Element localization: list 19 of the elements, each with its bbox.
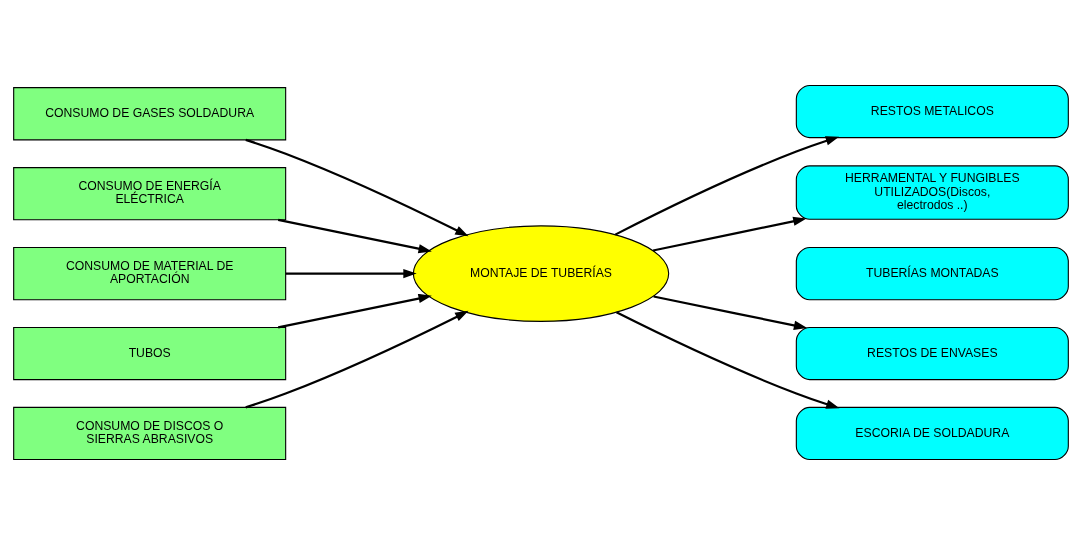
node-box: CONSUMO DE ENERGÍA ELÉCTRICA [13,166,287,220]
node-box: TUBOS [13,326,287,380]
node-box: TUBERÍAS MONTADAS [795,246,1069,300]
arrow [615,310,840,409]
arrow [245,138,469,236]
arrow [652,216,807,252]
arrow [653,294,808,330]
node-box: CONSUMO DE MATERIAL DE APORTACIÓN [13,246,287,300]
node-box: CONSUMO DE DISCOS O SIERRAS ABRASIVOS [13,406,287,460]
node-box: CONSUMO DE GASES SOLDADURA [13,86,287,140]
arrow [277,293,432,328]
arrow [245,310,469,408]
node-box: ESCORIA DE SOLDADURA [795,406,1069,460]
arrow [285,268,417,278]
node-box: HERRAMENTAL Y FUNGIBLES UTILIZADOS(Discos, electrodos ..) [795,164,1069,220]
node-box: RESTOS METALICOS [795,84,1069,138]
arrow [277,218,432,253]
node-box: RESTOS DE ENVASES [795,326,1069,380]
arrow [614,135,840,236]
